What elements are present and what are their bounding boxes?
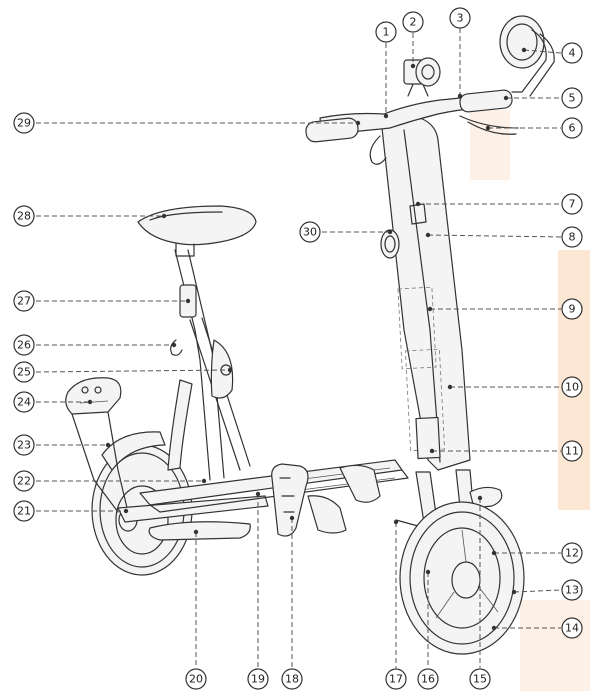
callout-25: 25 xyxy=(13,361,35,383)
leader-dots xyxy=(87,47,527,631)
svg-text:20: 20 xyxy=(189,673,203,686)
callouts: 1 2 3 4 5 6 7 8 9 10 11 12 13 14 15 16 1… xyxy=(13,7,583,690)
callout-21: 21 xyxy=(13,500,35,522)
swingarm-lower xyxy=(148,521,251,541)
mirror xyxy=(499,15,555,97)
svg-text:26: 26 xyxy=(17,339,31,352)
svg-text:10: 10 xyxy=(565,381,579,394)
deck-footrests xyxy=(271,463,381,537)
callout-5: 5 xyxy=(561,87,583,109)
svg-text:4: 4 xyxy=(569,47,576,60)
callout-17: 17 xyxy=(385,668,407,690)
svg-text:29: 29 xyxy=(17,117,31,130)
bag-hook-shape xyxy=(170,339,183,356)
svg-text:28: 28 xyxy=(17,210,31,223)
leader-lines xyxy=(35,28,562,668)
callout-3: 3 xyxy=(449,7,471,29)
callout-26: 26 xyxy=(13,334,35,356)
svg-text:13: 13 xyxy=(565,584,579,597)
svg-text:7: 7 xyxy=(569,198,576,211)
callout-15: 15 xyxy=(469,668,491,690)
callout-8: 8 xyxy=(561,226,583,248)
bell xyxy=(403,57,441,87)
callout-10: 10 xyxy=(561,376,583,398)
seat xyxy=(137,205,257,257)
svg-text:25: 25 xyxy=(17,366,31,379)
callout-18: 18 xyxy=(281,668,303,690)
rear-fender xyxy=(101,431,166,471)
rear-footrest xyxy=(65,377,129,513)
callout-29: 29 xyxy=(13,112,35,134)
seat-frame xyxy=(167,249,251,481)
callout-23: 23 xyxy=(13,434,35,456)
svg-text:11: 11 xyxy=(565,445,579,458)
callout-24: 24 xyxy=(13,391,35,413)
svg-text:23: 23 xyxy=(17,439,31,452)
callout-6: 6 xyxy=(561,117,583,139)
callout-12: 12 xyxy=(561,542,583,564)
callout-30: 30 xyxy=(299,221,321,243)
callout-19: 19 xyxy=(247,668,269,690)
callout-4: 4 xyxy=(561,42,583,64)
callout-1: 1 xyxy=(375,21,397,43)
svg-text:18: 18 xyxy=(285,673,299,686)
svg-text:5: 5 xyxy=(569,92,576,105)
callout-7: 7 xyxy=(561,193,583,215)
callout-9: 9 xyxy=(561,298,583,320)
svg-text:2: 2 xyxy=(410,16,417,29)
callout-11: 11 xyxy=(561,440,583,462)
callout-20: 20 xyxy=(185,668,207,690)
svg-text:30: 30 xyxy=(303,226,317,239)
svg-text:8: 8 xyxy=(569,231,576,244)
svg-text:21: 21 xyxy=(17,505,31,518)
svg-text:9: 9 xyxy=(569,303,576,316)
callout-14: 14 xyxy=(561,617,583,639)
svg-text:22: 22 xyxy=(17,475,31,488)
svg-text:12: 12 xyxy=(565,547,579,560)
callout-27: 27 xyxy=(13,290,35,312)
svg-text:14: 14 xyxy=(565,622,579,635)
svg-text:24: 24 xyxy=(17,396,31,409)
front-wheel xyxy=(399,501,525,655)
callout-22: 22 xyxy=(13,470,35,492)
svg-text:15: 15 xyxy=(473,673,487,686)
svg-text:6: 6 xyxy=(569,122,576,135)
svg-text:3: 3 xyxy=(457,12,464,25)
svg-text:17: 17 xyxy=(389,673,403,686)
steering-column xyxy=(380,116,471,471)
callout-28: 28 xyxy=(13,205,35,227)
callout-16: 16 xyxy=(417,668,439,690)
svg-text:16: 16 xyxy=(421,673,435,686)
callout-13: 13 xyxy=(561,579,583,601)
callout-2: 2 xyxy=(402,11,424,33)
background-accent xyxy=(470,110,590,691)
svg-text:1: 1 xyxy=(383,26,390,39)
svg-text:27: 27 xyxy=(17,295,31,308)
svg-text:19: 19 xyxy=(251,673,265,686)
scooter-illustration xyxy=(65,15,555,655)
